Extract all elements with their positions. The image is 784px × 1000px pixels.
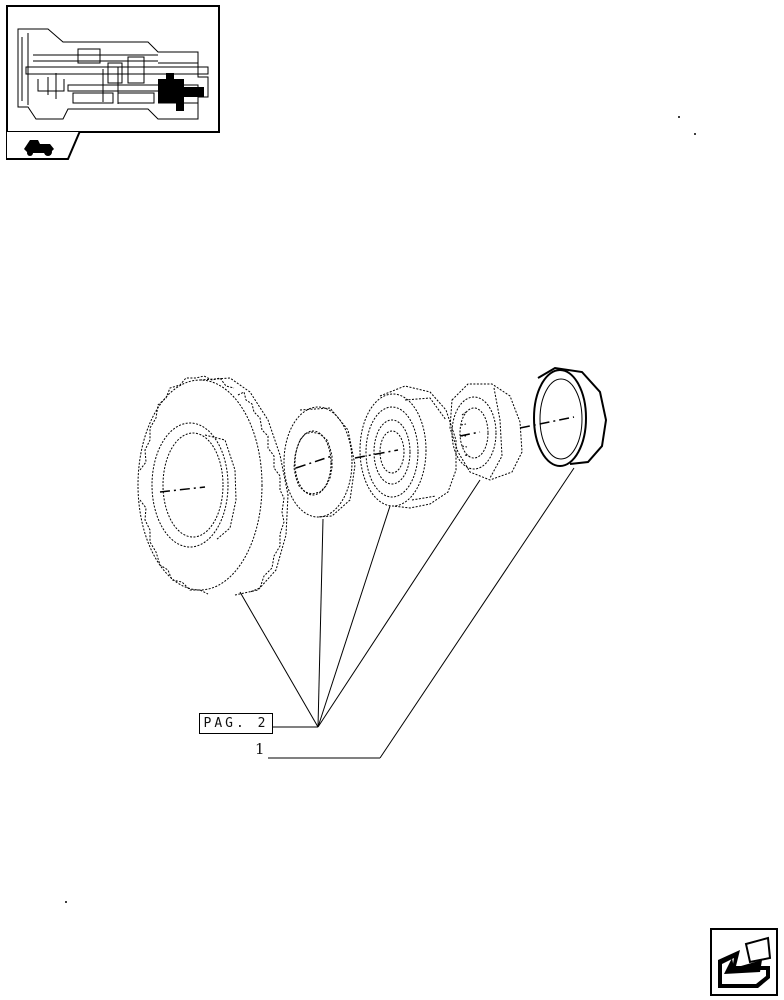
stray-dot [678,116,680,118]
transmission-thumbnail-icon [17,28,209,120]
nut-axis [459,431,481,437]
splined-washer-part [283,406,356,518]
gear-axis [159,486,206,493]
section-tab-icon[interactable] [6,131,82,161]
page-reference-callout[interactable]: PAG. 2 [199,713,273,734]
nut-part [449,383,523,481]
next-page-arrow-icon [718,936,772,988]
item-number-callout: 1 [255,740,265,758]
assembly-thumbnail [6,5,220,133]
stray-dot [65,901,67,903]
leader-lines [239,467,575,759]
bearing-part [359,385,457,509]
gear-part [137,375,289,596]
ring-axis [519,416,575,429]
ring-part [533,366,608,467]
next-page-button[interactable] [710,928,778,996]
stray-dot [694,133,696,135]
bearing-axis [354,449,399,459]
washer-axis [295,455,333,469]
